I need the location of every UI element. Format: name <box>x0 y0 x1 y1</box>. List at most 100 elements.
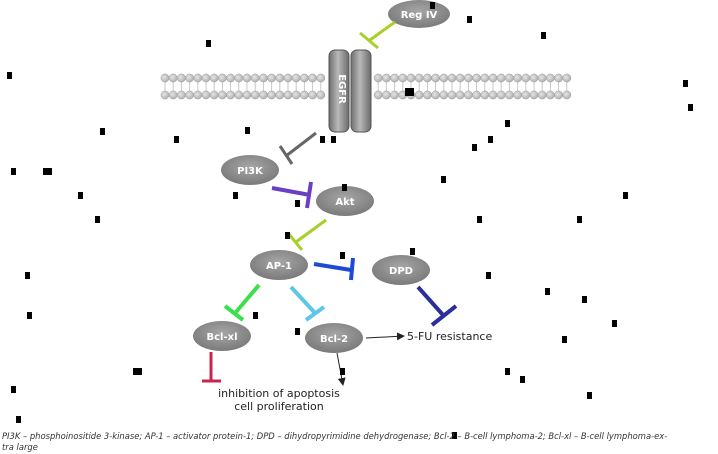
lipid-head <box>447 73 457 83</box>
lipid-head <box>316 73 326 83</box>
noise-square <box>545 288 550 295</box>
noise-square <box>562 336 567 343</box>
lipid-head <box>423 90 432 100</box>
dpd-node <box>372 255 430 285</box>
noise-square <box>452 432 457 439</box>
lipid-head <box>488 73 498 83</box>
lipid-head <box>496 73 506 83</box>
lipid-head <box>431 90 440 100</box>
ap1-dpd-inhibition <box>313 257 355 281</box>
lipid-head <box>537 90 547 100</box>
noise-square <box>340 252 345 259</box>
lipid-head <box>554 73 563 83</box>
dpd-label: DPD <box>389 266 413 277</box>
lipid-head <box>390 90 399 100</box>
caption-line-2: tra large <box>2 442 38 452</box>
apoptosis-text-line2: cell proliferation <box>234 400 324 413</box>
noise-square <box>430 2 435 9</box>
lipid-head <box>283 90 293 100</box>
noise-square <box>320 136 325 143</box>
egfr-pi3k-inhibition <box>278 131 317 165</box>
lipid-head <box>201 73 211 83</box>
lipid-head <box>455 73 465 83</box>
noise-square <box>285 232 290 239</box>
lipid-head <box>513 73 522 83</box>
lipid-head <box>300 73 309 83</box>
noise-square <box>477 216 482 223</box>
lipid-head <box>177 73 186 83</box>
lipid-head <box>373 90 383 100</box>
noise-square <box>11 168 16 175</box>
lipid-head <box>423 73 432 83</box>
noise-square <box>683 80 688 87</box>
lipid-head <box>316 90 326 100</box>
noise-square <box>582 296 587 303</box>
noise-square <box>233 192 238 199</box>
noise-square <box>340 368 345 375</box>
reg-iv-inhibition <box>359 20 396 50</box>
lipid-head <box>275 90 285 100</box>
lipid-head <box>398 73 408 83</box>
ap1-bcl2-inhibition <box>289 285 326 322</box>
lipid-head <box>472 90 481 100</box>
lipid-head <box>242 90 252 100</box>
noise-square <box>410 248 415 255</box>
lipid-head <box>439 73 449 83</box>
noise-square <box>577 216 582 223</box>
lipid-head <box>259 73 268 83</box>
bcl-2-node <box>305 323 363 353</box>
lipid-head <box>529 73 539 83</box>
bcl-2-label: Bcl-2 <box>320 334 348 345</box>
lipid-head <box>562 90 572 100</box>
lipid-head <box>529 90 539 100</box>
noise-square <box>16 416 21 423</box>
lipid-head <box>275 73 285 83</box>
lipid-head <box>168 73 178 83</box>
noise-square <box>78 192 83 199</box>
lipid-head <box>521 73 531 83</box>
lipid-head <box>546 73 555 83</box>
lipid-head <box>193 90 203 100</box>
lipid-head <box>267 73 276 83</box>
akt-ap1-inhibition <box>286 218 327 251</box>
lipid-head <box>562 73 572 83</box>
lipid-head <box>193 73 203 83</box>
noise-square <box>27 312 32 319</box>
lipid-head <box>185 90 194 100</box>
reg-iv-label: Reg IV <box>401 10 438 21</box>
noise-square <box>505 120 510 127</box>
lipid-head <box>447 90 457 100</box>
pi3k-label: PI3K <box>237 166 264 177</box>
lipid-head <box>496 90 506 100</box>
akt-node <box>316 186 374 216</box>
bcl-xl-node <box>193 321 251 351</box>
egfr-label: EGFR <box>336 74 347 104</box>
lipid-head <box>546 90 555 100</box>
bclxl-apoptosis-inhibition <box>202 352 221 383</box>
lipid-head <box>250 73 260 83</box>
noise-square <box>472 144 477 151</box>
lipid-head <box>480 90 490 100</box>
noise-square <box>295 328 300 335</box>
lipid-head <box>300 90 309 100</box>
lipid-head <box>185 73 194 83</box>
lipid-head <box>259 90 268 100</box>
caption-line-1: PI3K – phosphoinositide 3-kinase; AP-1 –… <box>2 431 668 441</box>
lipid-head <box>283 73 293 83</box>
lipid-head <box>439 90 449 100</box>
figure-caption: PI3K – phosphoinositide 3-kinase; AP-1 –… <box>2 431 716 453</box>
noise-square <box>505 368 510 375</box>
bcl2-resistance-arrow <box>365 332 405 341</box>
lipid-head <box>472 73 481 83</box>
noise-square <box>25 272 30 279</box>
lipid-head <box>480 73 490 83</box>
lipid-head <box>373 73 383 83</box>
lipid-head <box>382 73 391 83</box>
ap1-bclxl-inhibition <box>223 283 261 322</box>
noise-square <box>43 168 52 175</box>
noise-square <box>486 272 491 279</box>
lipid-head <box>521 90 531 100</box>
noise-square <box>623 192 628 199</box>
lipid-head <box>382 90 391 100</box>
noise-square <box>7 72 12 79</box>
